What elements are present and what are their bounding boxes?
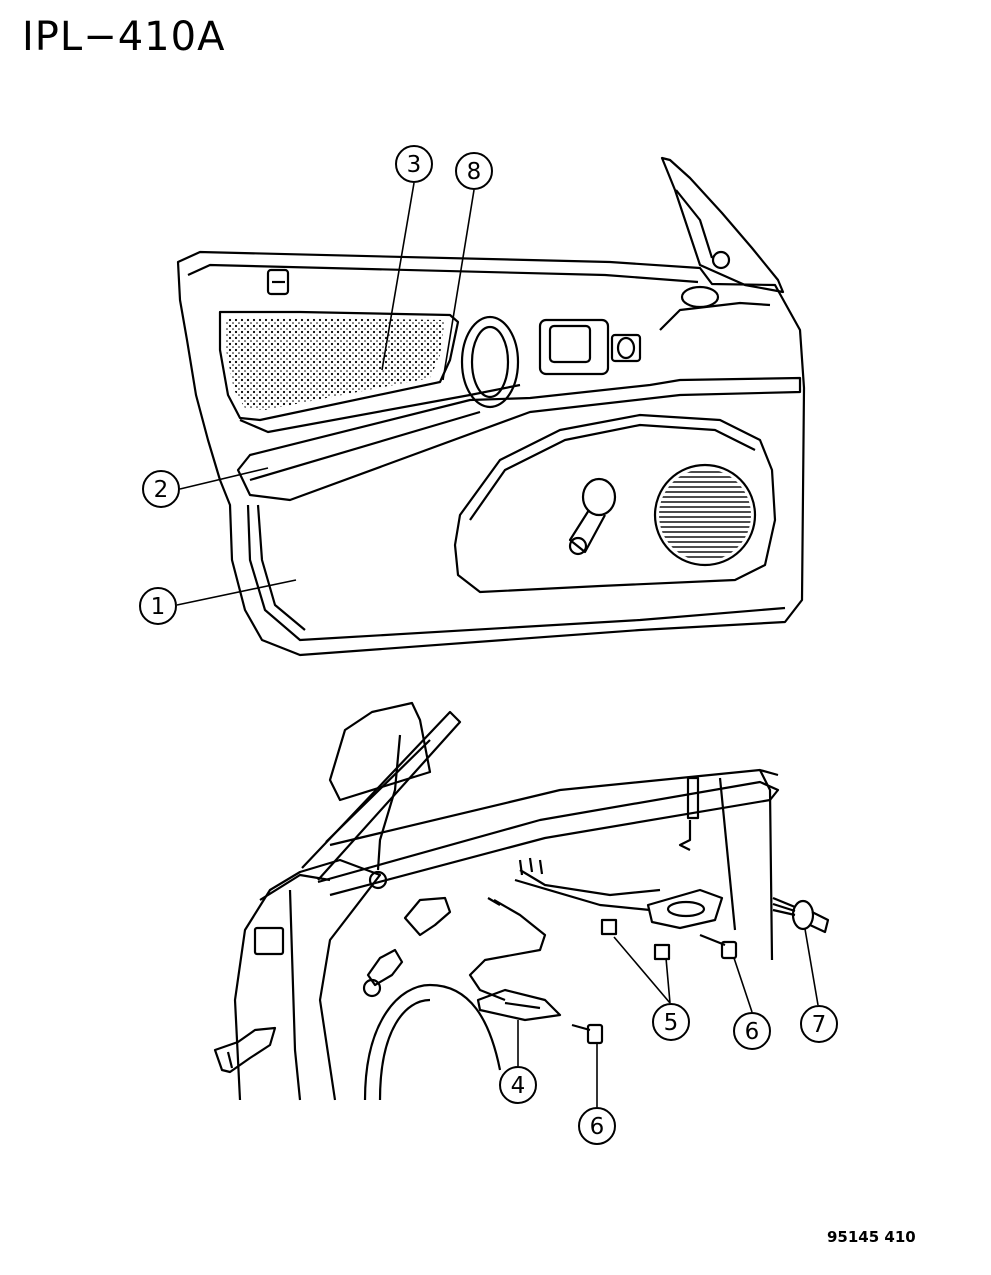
door-trim-panel bbox=[176, 156, 806, 657]
diagram-title: IPL−410A bbox=[22, 14, 226, 60]
callout-1: 1 bbox=[139, 587, 177, 625]
svg-text:3: 3 bbox=[407, 152, 422, 178]
upholstery-insert bbox=[226, 318, 445, 410]
leader-lines bbox=[176, 182, 819, 1107]
svg-text:1: 1 bbox=[151, 594, 166, 620]
callout-2: 2 bbox=[142, 470, 180, 508]
svg-text:4: 4 bbox=[511, 1073, 526, 1099]
door-inner-frame bbox=[213, 701, 830, 1101]
callout-6-lower: 6 bbox=[578, 1107, 616, 1145]
callout-4: 4 bbox=[499, 1066, 537, 1104]
svg-text:8: 8 bbox=[467, 159, 482, 185]
callout-8: 8 bbox=[455, 152, 493, 190]
callout-3: 3 bbox=[395, 145, 433, 183]
svg-text:6: 6 bbox=[590, 1114, 605, 1140]
svg-text:7: 7 bbox=[812, 1012, 827, 1038]
svg-text:2: 2 bbox=[154, 477, 169, 503]
callout-7: 7 bbox=[800, 1005, 838, 1043]
callout-5: 5 bbox=[652, 1003, 690, 1041]
figure-code: 95145 410 bbox=[827, 1228, 916, 1246]
svg-text:5: 5 bbox=[664, 1010, 679, 1036]
callout-6-upper: 6 bbox=[733, 1012, 771, 1050]
svg-text:6: 6 bbox=[745, 1019, 760, 1045]
speaker-grille bbox=[659, 469, 751, 561]
